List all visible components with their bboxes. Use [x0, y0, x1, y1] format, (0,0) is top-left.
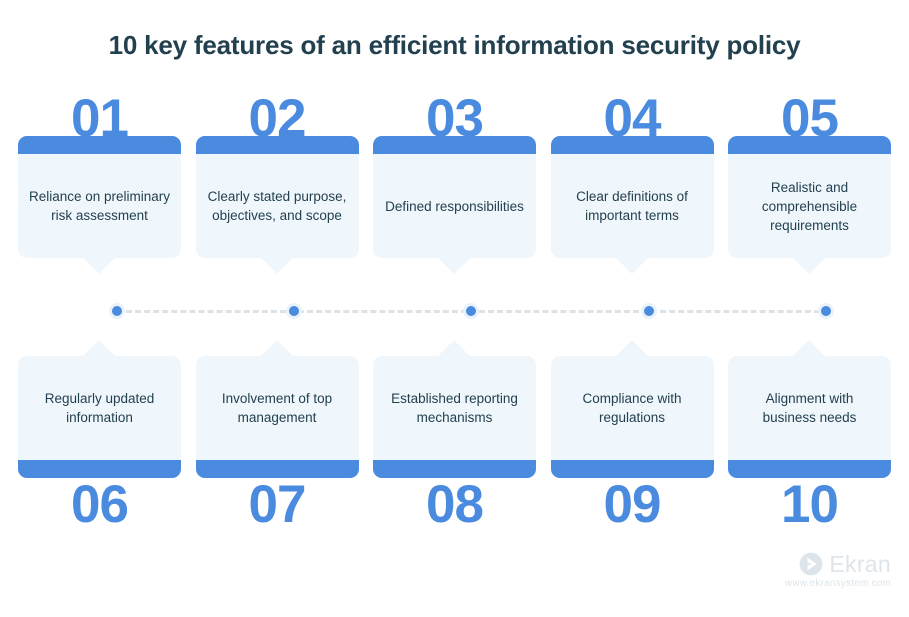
- feature-card-09: 09 Compliance with regulations: [550, 336, 714, 534]
- connector-node: [463, 303, 479, 319]
- logo-row: Ekran: [767, 552, 891, 576]
- feature-body: Alignment with business needs: [728, 356, 891, 460]
- feature-body: Clearly stated purpose, objectives, and …: [195, 154, 359, 258]
- feature-label: Defined responsibilities: [385, 198, 524, 214]
- feature-number: 09: [603, 475, 662, 534]
- feature-body: Established reporting mechanisms: [373, 356, 536, 460]
- logo-wordmark: Ekran: [829, 551, 891, 577]
- feature-pointer-notch: [260, 258, 293, 274]
- circle-chevron-right-icon: [799, 552, 823, 576]
- feature-number: 07: [248, 475, 307, 534]
- feature-label: Clear definitions of important terms: [576, 189, 688, 223]
- feature-pointer-notch: [83, 340, 115, 356]
- feature-pointer-notch: [438, 340, 470, 356]
- feature-body: Defined responsibilities: [373, 154, 536, 258]
- connector-node: [818, 303, 834, 319]
- feature-label: Established reporting mechanisms: [391, 391, 518, 425]
- connector-track: [18, 303, 891, 319]
- feature-body: Clear definitions of important terms: [550, 154, 714, 258]
- bottom-row: 06 Regularly updated information 07 Involve…: [18, 336, 891, 531]
- feature-card-07: 07 Involvement of top management: [195, 336, 359, 534]
- feature-pointer-notch: [793, 340, 825, 356]
- feature-label: Regularly updated information: [44, 391, 155, 425]
- feature-label: Involvement of top management: [221, 391, 333, 425]
- feature-pointer-notch: [83, 258, 115, 274]
- feature-label: Realistic and comprehensible requirement…: [761, 179, 858, 233]
- feature-pointer-notch: [438, 258, 470, 274]
- feature-body: Reliance on preliminary risk assessment: [18, 154, 181, 258]
- feature-card-08: 08 Established reporting mechanisms: [373, 336, 536, 531]
- connector-node: [641, 303, 657, 319]
- feature-pointer-notch: [260, 340, 293, 356]
- feature-number: 10: [781, 475, 839, 534]
- feature-pointer-notch: [615, 340, 648, 356]
- feature-body: Regularly updated information: [18, 356, 181, 460]
- feature-label: Reliance on preliminary risk assessment: [28, 189, 171, 223]
- feature-number: 06: [71, 475, 129, 534]
- connector-node: [286, 303, 302, 319]
- feature-number: 08: [426, 475, 484, 534]
- feature-pointer-notch: [615, 258, 648, 274]
- feature-body: Realistic and comprehensible requirement…: [728, 154, 891, 258]
- brand-logo: Ekran www.ekransystem.com: [767, 552, 891, 590]
- feature-pointer-notch: [793, 258, 825, 274]
- feature-card-10: 10 Alignment with business needs: [728, 336, 891, 531]
- connector-node: [109, 303, 125, 319]
- page-title: 10 key features of an efficient informat…: [108, 30, 801, 60]
- feature-label: Alignment with business needs: [762, 391, 857, 425]
- feature-card-06: 06 Regularly updated information: [18, 336, 181, 531]
- feature-label: Compliance with regulations: [582, 391, 682, 425]
- feature-label: Clearly stated purpose, objectives, and …: [207, 189, 347, 223]
- feature-body: Compliance with regulations: [550, 356, 714, 460]
- feature-body: Involvement of top management: [195, 356, 359, 460]
- logo-url: www.ekransystem.com: [784, 578, 891, 589]
